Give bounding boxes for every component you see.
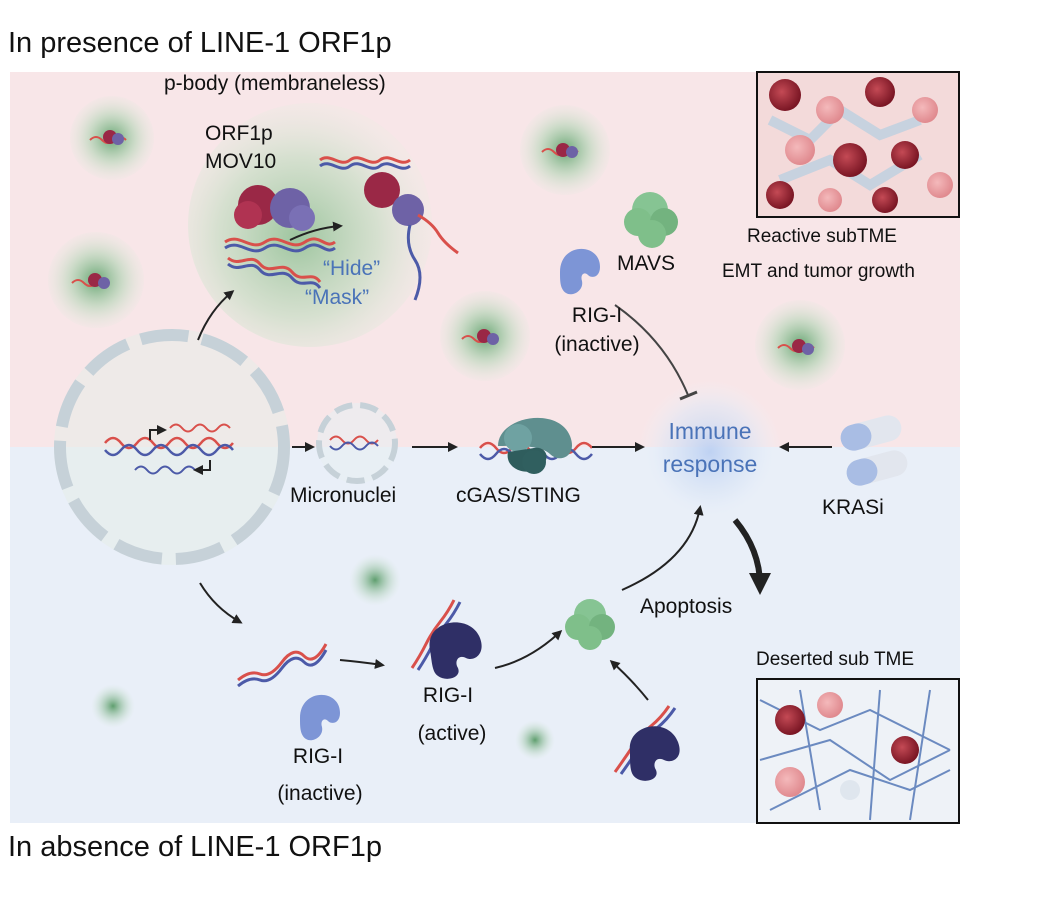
label-cgas-sting: cGAS/STING xyxy=(456,484,581,507)
label-micronuclei: Micronuclei xyxy=(290,484,397,507)
mavs-protein xyxy=(624,192,678,248)
label-deserted-subtme: Deserted sub TME xyxy=(756,649,915,670)
label-reactive-subtme: Reactive subTME xyxy=(747,226,897,247)
green-cell-1 xyxy=(70,96,154,180)
arrow-nucleus-to-pbody xyxy=(197,290,235,341)
green-blob-1 xyxy=(349,554,401,606)
nucleus xyxy=(54,329,290,565)
label-hide: “Hide” xyxy=(323,257,381,280)
label-immune: Immune xyxy=(668,418,752,444)
arrow-rig-active-to-mavs xyxy=(494,629,563,669)
rig-i-bottom-protein xyxy=(300,694,340,741)
green-blob-2 xyxy=(91,684,135,728)
label-rig-i-active: RIG-I xyxy=(422,684,474,707)
rig-i-top-protein xyxy=(560,248,600,295)
green-blob-3 xyxy=(515,720,555,760)
green-cell-2 xyxy=(48,232,144,328)
pbody-arrow xyxy=(289,221,343,241)
heading-bottom: In absence of LINE-1 ORF1p xyxy=(8,831,382,863)
arrow-immune-to-apoptosis xyxy=(732,518,771,595)
label-rig-i-top-state: (inactive) xyxy=(554,333,640,356)
arrow-nucleus-to-dsrna xyxy=(199,582,243,624)
label-mavs: MAVS xyxy=(617,252,675,275)
reactive-subtme-image xyxy=(756,71,960,218)
arrow-dsrna-to-rig-active xyxy=(339,659,385,669)
label-p-body: p-body (membraneless) xyxy=(164,72,386,95)
label-emt-growth: EMT and tumor growth xyxy=(722,261,915,282)
label-rig-i-active-state: (active) xyxy=(417,722,487,745)
inhibit-bar xyxy=(679,390,698,401)
label-rig-i-top: RIG-I xyxy=(571,304,623,327)
green-cell-5 xyxy=(755,300,845,390)
green-cell-3 xyxy=(520,105,610,195)
heading-top: In presence of LINE-1 ORF1p xyxy=(8,27,392,59)
label-krasi: KRASi xyxy=(822,496,884,519)
krasi-pills xyxy=(840,415,908,486)
label-rig-i-bottom-state: (inactive) xyxy=(277,782,363,805)
label-response: response xyxy=(662,451,758,477)
label-apoptosis: Apoptosis xyxy=(640,595,733,618)
arrow-rig-lower-to-mavs xyxy=(609,659,649,701)
green-cell-4 xyxy=(440,291,530,381)
rig-i-lower-right xyxy=(613,705,680,781)
immune-glow xyxy=(638,380,782,524)
label-mov10: MOV10 xyxy=(205,150,277,173)
dsrna-free xyxy=(237,643,328,688)
p-body xyxy=(188,103,459,347)
cgas-sting-complex xyxy=(479,417,593,474)
mavs-bottom-protein xyxy=(565,599,615,650)
micronucleus xyxy=(316,402,398,484)
label-mask: “Mask” xyxy=(305,286,370,309)
deserted-subtme-image xyxy=(756,678,960,824)
inhibit-rig-to-immune xyxy=(614,304,689,396)
label-rig-i-bottom: RIG-I xyxy=(292,745,344,768)
rig-i-active-protein xyxy=(410,599,482,679)
label-orf1p: ORF1p xyxy=(205,122,273,145)
arrow-mavs-to-immune xyxy=(621,505,704,591)
